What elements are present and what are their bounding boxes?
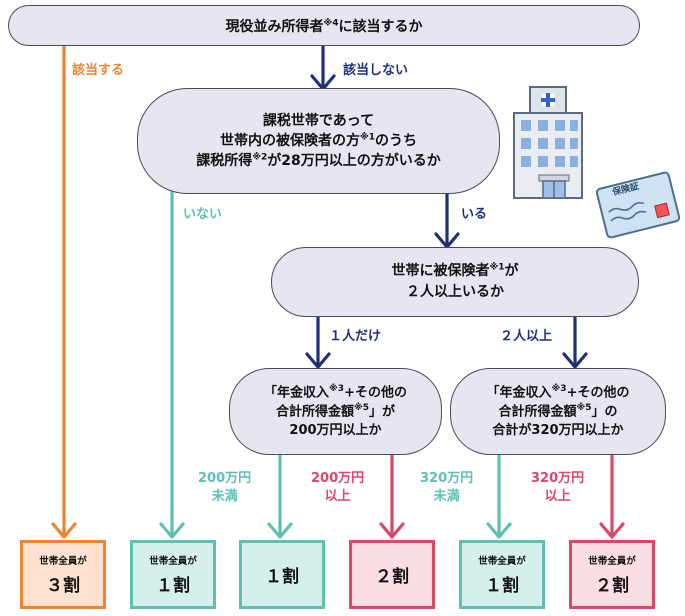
q4-line1b: +その他の: [344, 385, 407, 401]
label-one-person: １人だけ: [329, 329, 382, 344]
label-under-200: 200万円 未満: [198, 470, 251, 506]
question-income-320: 「年金収入※3+その他の 合計所得金額※5」の 合計が320万円以上か: [450, 368, 666, 455]
label-none: いない: [183, 207, 223, 222]
result-box-1wari-household: 世帯全員が １割: [130, 540, 216, 609]
result-box-3wari: 世帯全員が ３割: [20, 540, 106, 609]
q2-line1: 課税世帯であって: [262, 112, 375, 129]
result-5-small: 世帯全員が: [478, 556, 526, 567]
q5-line1a: 「年金収入: [486, 385, 552, 401]
q5-line2-note: ※5: [576, 403, 592, 414]
question-two-or-more-insured: 世帯に被保険者※1が ２人以上いるか: [271, 247, 639, 317]
label-under-200-l2: 未満: [211, 489, 238, 505]
label-over-200-l1: 200万円: [311, 471, 365, 486]
result-box-2wari-household: 世帯全員が ２割: [569, 540, 655, 609]
result-2-small: 世帯全員が: [149, 556, 197, 567]
result-3-big: １割: [265, 567, 299, 587]
q3-line1-note: ※1: [489, 262, 505, 273]
q1-text: 現役並み所得者: [225, 18, 324, 35]
q2-line3a: 課税所得: [196, 153, 253, 170]
q3-line2: ２人以上いるか: [405, 284, 504, 300]
q2-line3b: が28万円以上の方がいるか: [267, 153, 441, 170]
result-box-1wari-household-2: 世帯全員が １割: [459, 540, 545, 609]
q3-line1a: 世帯に被保険者: [391, 263, 490, 279]
q4-line1a: 「年金収入: [264, 385, 330, 401]
question-current-income-earner: 現役並み所得者※4に該当するか: [8, 5, 640, 46]
label-under-320: 320万円 未満: [420, 470, 473, 506]
q5-line2a: 合計所得金額: [498, 404, 577, 420]
result-5-big: １割: [485, 576, 519, 596]
pink-arrows: [379, 453, 625, 539]
label-over-200-l2: 以上: [324, 489, 351, 505]
hospital-cross-text: +: [0, 0, 1, 1]
q4-line2a: 合計所得金額: [275, 404, 354, 420]
result-box-1wari: １割: [239, 540, 325, 609]
q1-note: ※4: [323, 17, 339, 28]
label-under-320-l2: 未満: [433, 489, 460, 505]
label-two-or-more: ２人以上: [500, 329, 553, 344]
orange-arrow: [51, 44, 77, 539]
teal-arrows: [159, 191, 512, 539]
result-4-big: ２割: [375, 567, 409, 587]
q4-line1-note: ※3: [329, 383, 345, 394]
label-not-applies: 該当しない: [343, 63, 409, 78]
question-taxable-household: 課税世帯であって 世帯内の被保険者の方※1のうち 課税所得※2が28万円以上の方…: [137, 88, 500, 194]
label-over-320-l1: 320万円: [531, 471, 585, 486]
label-under-320-l1: 320万円: [420, 471, 474, 486]
q4-line2-note: ※5: [353, 403, 369, 414]
q2-line2a: 世帯内の被保険者の方: [219, 132, 360, 149]
navy-arrows: [305, 44, 588, 369]
q1-tail: に該当するか: [338, 18, 423, 35]
result-box-2wari: ２割: [349, 540, 435, 609]
result-1-big: ３割: [46, 576, 80, 596]
label-under-200-l1: 200万円: [198, 471, 252, 486]
q2-line2-note: ※1: [359, 132, 375, 143]
insurance-card-illustration: [595, 171, 681, 239]
label-exists: いる: [461, 207, 488, 222]
label-applies: 該当する: [72, 63, 125, 78]
result-2-big: １割: [156, 576, 190, 596]
label-over-200: 200万円 以上: [311, 470, 364, 506]
label-over-320: 320万円 以上: [531, 470, 584, 506]
q5-line1b: +その他の: [566, 385, 630, 401]
q2-line2b: のうち: [375, 132, 417, 149]
q4-line3: 200万円以上か: [289, 422, 382, 438]
q5-line3: 合計が320万円以上か: [492, 422, 624, 438]
q3-line1b: が: [504, 263, 519, 279]
question-income-200: 「年金収入※3+その他の 合計所得金額※5」が 200万円以上か: [229, 368, 442, 455]
hospital-illustration: [513, 86, 583, 199]
q5-line2b: 」の: [591, 404, 618, 420]
result-6-big: ２割: [595, 576, 629, 596]
q5-line1-note: ※3: [551, 383, 567, 394]
q4-line2b: 」が: [369, 404, 396, 420]
result-1-small: 世帯全員が: [39, 556, 87, 567]
q2-line3-note: ※2: [252, 152, 268, 163]
label-over-320-l2: 以上: [544, 489, 571, 505]
result-6-small: 世帯全員が: [588, 556, 636, 567]
